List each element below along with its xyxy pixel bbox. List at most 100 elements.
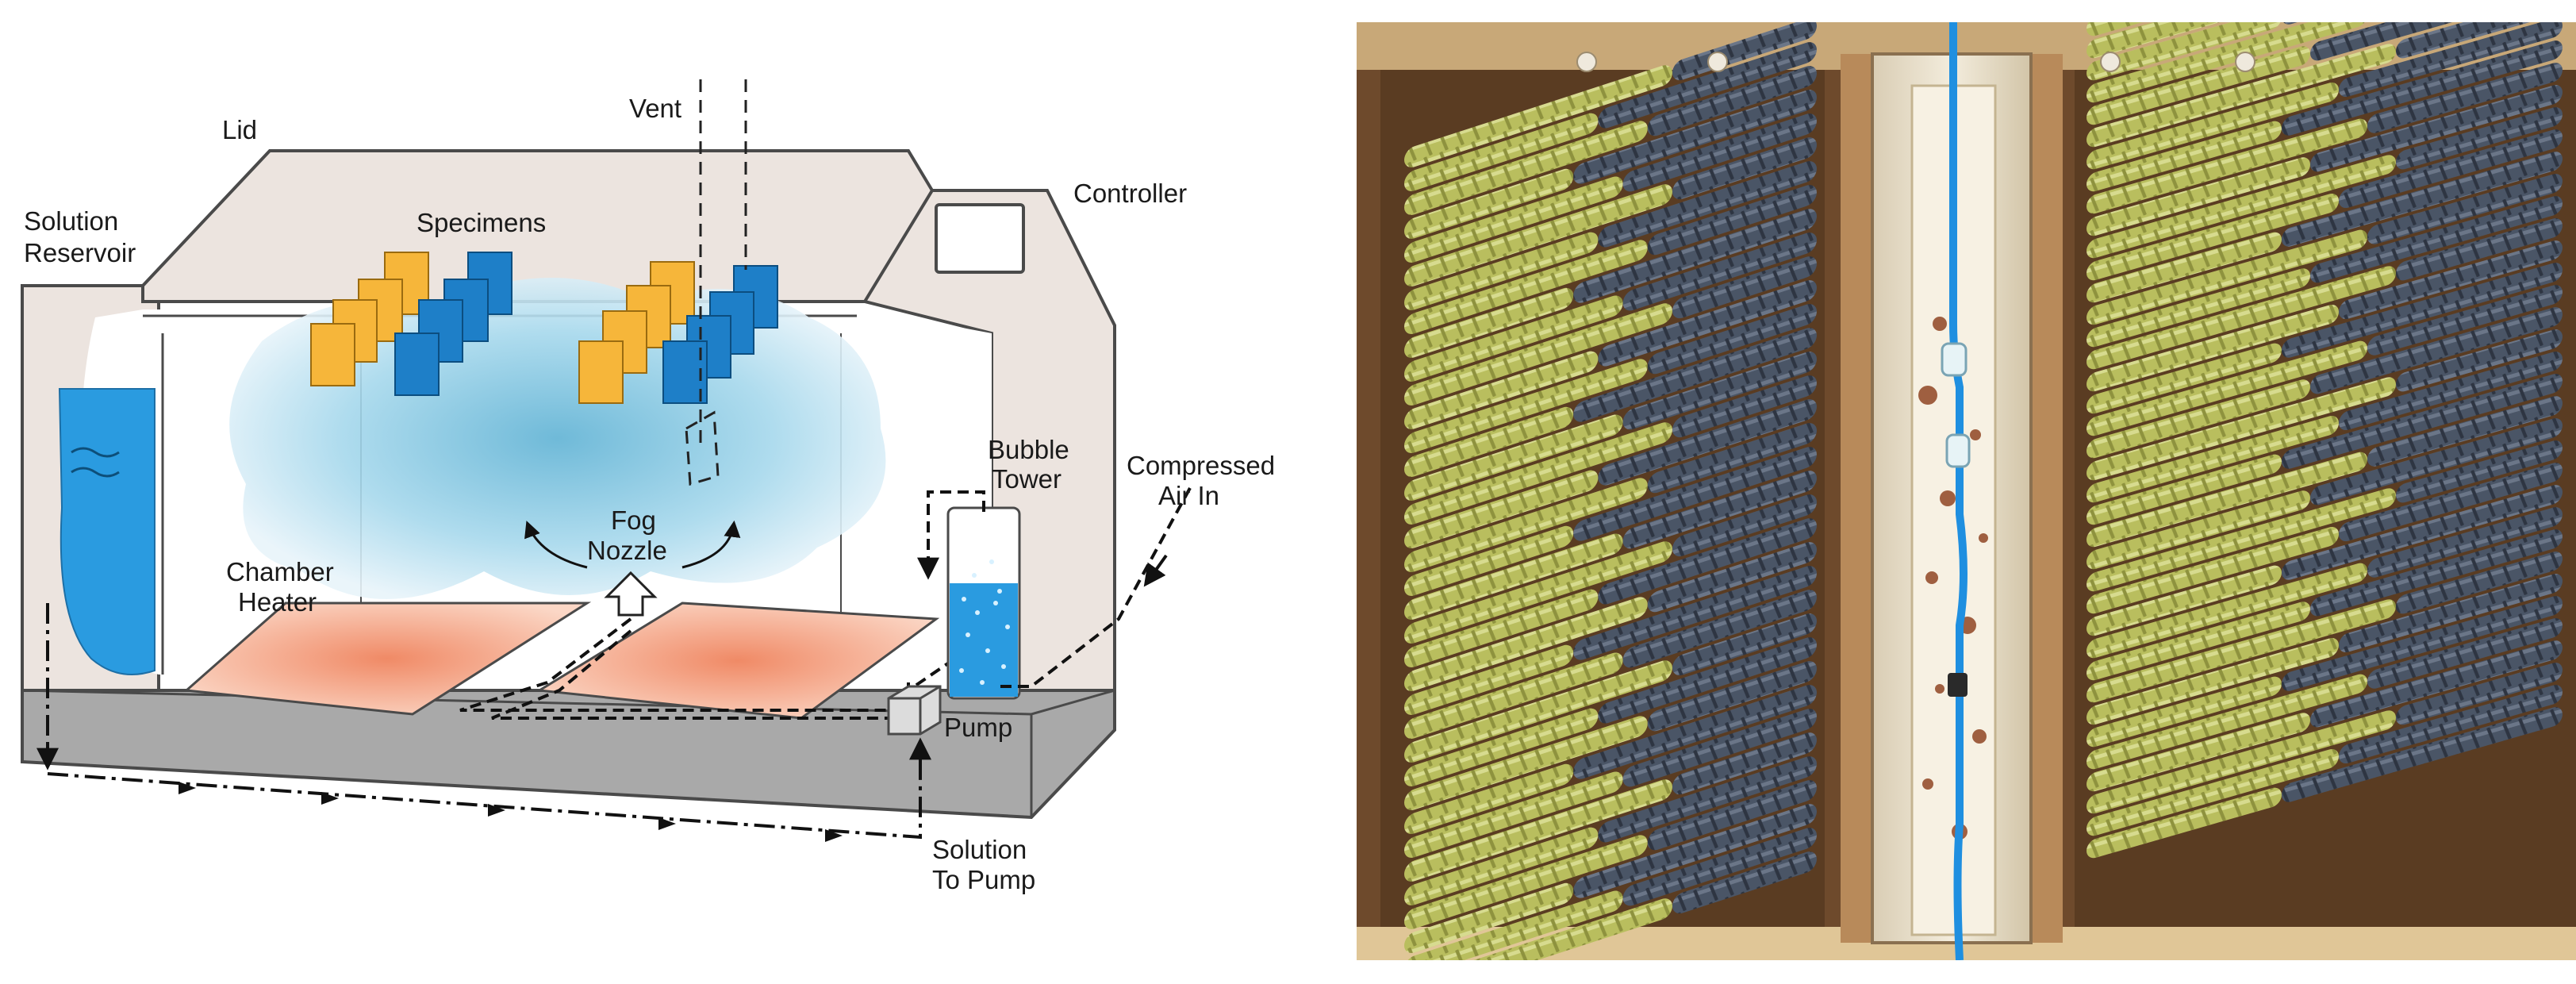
- gfrp-rebar: [2087, 193, 2339, 281]
- steel-rebar: [2282, 152, 2563, 247]
- steel-rebar: [1647, 661, 1817, 732]
- gfrp-rebar: [2087, 121, 2282, 192]
- gfrp-rebar: [1404, 303, 1672, 406]
- gfrp-rebar: [1404, 660, 1672, 763]
- steel-rebar: [1647, 423, 1817, 494]
- gfrp-rebar: [1404, 827, 1599, 905]
- steel-rebar: [1622, 471, 1817, 549]
- gfrp-rebar: [2087, 377, 2396, 481]
- steel-rebar: [2339, 129, 2563, 209]
- steel-rebar: [2339, 352, 2563, 431]
- gfrp-rebar: [1404, 835, 1648, 929]
- steel-rebar: [1573, 209, 1817, 303]
- rail-bolts: [1576, 52, 2255, 72]
- steel-rebar: [1622, 590, 1817, 668]
- gfrp-rebar: [1404, 287, 1574, 358]
- gfrp-rebar: [2087, 674, 2367, 770]
- gfrp-rebar: [2087, 268, 2310, 348]
- steel-rebar: [1647, 304, 1817, 375]
- steel-rebar: [1672, 375, 1817, 438]
- gfrp-rebar: [1404, 525, 1574, 596]
- gfrp-rebar: [1404, 589, 1599, 667]
- gfrp-rebar: [1404, 359, 1648, 453]
- steel-rebar: [1598, 518, 1817, 605]
- steel-rebar: [1598, 756, 1817, 843]
- gfrp-rebar: [1404, 890, 1623, 960]
- gfrp-rebar: [2087, 454, 2282, 525]
- gfrp-rebar: [2087, 118, 2367, 214]
- gfrp-rebar: [2087, 343, 2282, 414]
- gfrp-rebar: [2087, 452, 2367, 548]
- steel-rebar: [1622, 113, 1817, 192]
- steel-rebar: [1598, 280, 1817, 367]
- label-compressed-air-2: Air In: [1158, 481, 1219, 510]
- gfrp-rebar: [1404, 168, 1574, 239]
- gfrp-rebar: [2087, 82, 2339, 170]
- gfrp-rebar: [2087, 748, 2339, 836]
- gfrp-rebar: [1404, 898, 1672, 960]
- steel-rebar: [1598, 399, 1817, 486]
- gfrp-rebar: [1404, 240, 1648, 334]
- steel-rebar: [2282, 596, 2563, 691]
- gfrp-rebar: [2087, 304, 2339, 392]
- bubble-tower: [917, 490, 1021, 700]
- vent-lines: [685, 79, 747, 486]
- steel-rebar: [1622, 709, 1817, 787]
- steel-rebar: [2310, 307, 2563, 394]
- gfrp-rebar: [2087, 22, 2339, 59]
- gfrp-rebar: [1404, 763, 1574, 834]
- steel-rebar: [2282, 40, 2563, 136]
- steel-rebar: [1647, 66, 1817, 136]
- gfrp-rebar: [1404, 470, 1599, 548]
- label-chamber-heater-1: Chamber: [226, 557, 334, 586]
- gfrp-rebar: [1404, 351, 1599, 429]
- steel-rebar: [2282, 374, 2563, 469]
- steel-rebar: [1573, 566, 1817, 660]
- solution-reservoir-water: [58, 388, 155, 675]
- steel-rebar: [1573, 685, 1817, 779]
- steel-rebar: [2310, 418, 2563, 505]
- gfrp-rebar: [1404, 541, 1672, 644]
- gfrp-rebar: [2087, 229, 2367, 325]
- steel-rebar: [1598, 42, 1817, 129]
- steel-rebar: [1672, 256, 1817, 319]
- label-solution-reservoir-2: Reservoir: [24, 238, 136, 267]
- gfrp-rebar: [1404, 882, 1574, 953]
- gfrp-rebar: [2087, 488, 2396, 592]
- gfrp-rebar: [2087, 599, 2396, 703]
- label-compressed-air-1: Compressed: [1127, 451, 1275, 480]
- gfrp-rebar: [1404, 478, 1648, 572]
- steel-rebar: [2310, 529, 2563, 617]
- gfrp-rebar: [1404, 597, 1648, 691]
- gfrp-rebar: [1404, 533, 1623, 620]
- steel-rebar: [2310, 22, 2563, 61]
- label-pump: Pump: [944, 713, 1012, 742]
- spray-channel: [1841, 22, 2063, 960]
- steel-rebar: [2367, 507, 2563, 578]
- steel-rebar: [1672, 613, 1817, 676]
- label-lid: Lid: [222, 115, 257, 144]
- gfrp-rebar: [1404, 652, 1623, 739]
- fog-nozzle-arrow: [604, 571, 658, 617]
- steel-rebar: [2310, 196, 2563, 283]
- gfrp-rebar: [1404, 771, 1623, 858]
- steel-rebar: [1573, 804, 1817, 898]
- gfrp-rebar: [1404, 644, 1574, 715]
- gfrp-rebar: [2087, 157, 2310, 236]
- gfrp-rebar: [2087, 22, 2367, 103]
- steel-rebar: [1573, 90, 1817, 184]
- gfrp-rebar: [2087, 602, 2310, 681]
- steel-rebar: [1672, 137, 1817, 200]
- chamber-heater-left: [183, 602, 592, 716]
- steel-rebar: [1573, 447, 1817, 541]
- gfrp-rebar: [2087, 713, 2310, 792]
- label-solution-reservoir-1: Solution: [24, 206, 118, 236]
- gfrp-rebar: [1404, 232, 1599, 310]
- specimens-yellow-group-2: [578, 261, 695, 404]
- steel-rebar: [2396, 663, 2563, 725]
- gfrp-rebar: [1404, 406, 1574, 477]
- steel-rebar: [1672, 494, 1817, 557]
- gfrp-rebar: [1404, 65, 1672, 167]
- left-rebar-rack: [1380, 22, 1825, 960]
- label-controller: Controller: [1073, 179, 1187, 208]
